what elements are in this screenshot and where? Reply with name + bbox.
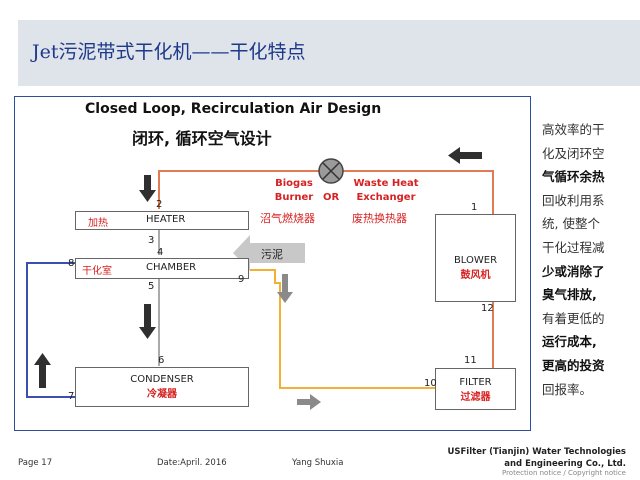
point-number-2: 2 <box>156 199 163 210</box>
title-banner: Jet污泥带式干化机——干化特点 <box>18 20 640 86</box>
arrow-down-heater-icon <box>139 175 156 202</box>
biogas-label-line1: Biogas <box>275 178 313 189</box>
process-diagram: Closed Loop, Recirculation Air Design 闭环… <box>14 96 531 431</box>
company-line-1: USFilter (Tianjin) Water Technologies <box>447 447 626 457</box>
description-line: 运行成本, <box>542 334 597 350</box>
description-line: 有着更低的 <box>542 310 605 326</box>
point-number-9: 9 <box>238 274 245 285</box>
heater-label-zh: 加热 <box>88 218 108 229</box>
description-line: 干化过程减 <box>542 239 605 255</box>
diagram-title-en: Closed Loop, Recirculation Air Design <box>85 101 382 117</box>
chamber-label-zh: 干化室 <box>82 266 112 277</box>
point-number-10: 10 <box>424 378 437 389</box>
description-line: 臭气排放, <box>542 287 597 303</box>
description-line: 少或消除了 <box>542 263 605 279</box>
slide-title: Jet污泥带式干化机——干化特点 <box>32 41 306 63</box>
description-line: 回报率。 <box>542 381 593 397</box>
cool-air-line <box>26 262 75 398</box>
point-number-1: 1 <box>471 202 478 213</box>
description-line: 气循环余热 <box>542 169 605 185</box>
footer-page: Page 17 <box>18 458 53 468</box>
warm-air-line <box>250 269 435 389</box>
waste-heat-zh: 废热换热器 <box>352 212 407 225</box>
point-number-7: 7 <box>68 391 75 402</box>
valve-icon <box>318 158 344 184</box>
description-line: 高效率的干 <box>542 122 605 137</box>
point-number-4: 4 <box>157 247 164 258</box>
chamber-label-en: CHAMBER <box>146 262 197 273</box>
copyright-notice: Protection notice / Copyright notice <box>501 469 626 477</box>
filter-label-en: FILTER <box>459 377 492 388</box>
or-label: OR <box>323 192 340 203</box>
filter-box: FILTER 过滤器 <box>435 368 516 410</box>
description-line: 更高的投资 <box>542 357 605 373</box>
waste-heat-line2: Exchanger <box>356 192 416 203</box>
diagram-lines <box>26 147 494 410</box>
point-number-12: 12 <box>481 303 494 314</box>
blower-label-en: BLOWER <box>453 255 498 266</box>
footer-author: Yang Shuxia <box>292 458 344 468</box>
point-number-8: 8 <box>68 258 75 269</box>
point-number-5: 5 <box>148 281 155 292</box>
point-number-11: 11 <box>464 355 477 366</box>
point-number-6: 6 <box>158 355 165 366</box>
biogas-burner-label: Biogas Burner <box>264 177 324 205</box>
arrow-up-condenser-icon <box>34 353 51 388</box>
arrow-down-sludge-icon <box>277 274 293 303</box>
footer-company: USFilter (Tianjin) Water Technologies an… <box>447 446 626 470</box>
waste-heat-line1: Waste Heat <box>353 178 419 189</box>
footer-date: Date:April. 2016 <box>157 458 227 468</box>
description-line: 统, 使整个 <box>542 216 600 232</box>
chamber-box: 干化室 CHAMBER <box>75 258 249 279</box>
condenser-box: CONDENSER 冷凝器 <box>75 367 249 407</box>
biogas-label-line2: Burner <box>274 192 314 203</box>
diagram-title-zh: 闭环, 循环空气设计 <box>132 129 272 148</box>
condenser-label-en: CONDENSER <box>130 374 194 385</box>
blower-label-zh: 鼓风机 <box>460 270 491 281</box>
heater-label-en: HEATER <box>146 214 186 225</box>
biogas-burner-zh: 沼气燃烧器 <box>260 212 315 225</box>
heater-box: 加热 HEATER <box>75 211 249 230</box>
filter-label-zh: 过滤器 <box>460 392 491 403</box>
arrow-right-bottom-icon <box>297 394 321 410</box>
arrow-down-chamber-icon <box>139 304 156 339</box>
arrow-left-top-icon <box>448 147 482 164</box>
sludge-label: 污泥 <box>261 248 283 261</box>
condenser-label-zh: 冷凝器 <box>147 389 177 400</box>
blower-box: BLOWER 鼓风机 <box>435 214 516 302</box>
description-line: 化及闭环空 <box>542 145 605 161</box>
company-line-2: and Engineering Co., Ltd. <box>504 459 626 469</box>
description-line: 回收利用系 <box>542 192 605 208</box>
point-number-3: 3 <box>148 235 155 246</box>
waste-heat-label: Waste Heat Exchanger <box>348 177 424 205</box>
description-text: 高效率的干 化及闭环空 气循环余热 回收利用系 统, 使整个 干化过程减 少或消… <box>542 118 628 401</box>
